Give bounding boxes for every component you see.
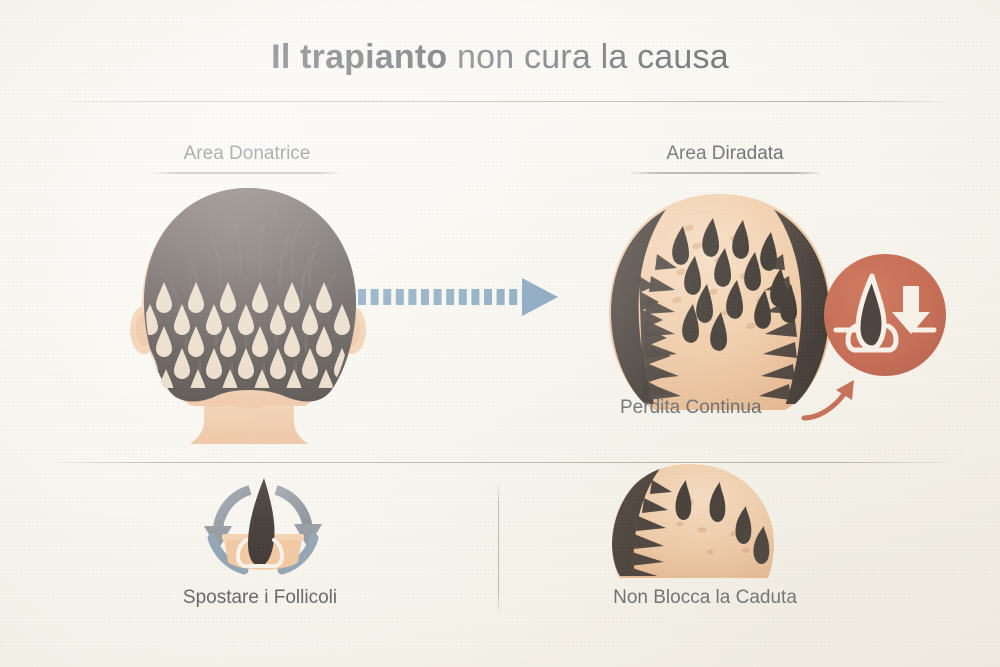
underline-donor-heading [152, 172, 342, 174]
divider-vertical-footer [498, 483, 499, 613]
divider-mid-section [52, 462, 948, 463]
caption-spostare-follicoli: Spostare i Follicoli [182, 587, 338, 608]
caption-perdita-continua: Perdita Continua [620, 397, 762, 418]
page-title: Il trapianto non cura la causa [0, 38, 1000, 77]
caption-non-blocca-caduta: Non Blocca la Caduta [613, 587, 797, 608]
dashed-transfer-arrow [352, 272, 572, 322]
section-heading-donor: Area Donatrice [183, 143, 311, 164]
underline-thinning-heading [630, 172, 820, 174]
page-title-bold: Il trapianto [271, 38, 448, 76]
page-title-rest: non cura la causa [457, 38, 729, 76]
follicle-relocation-icon [188, 466, 338, 578]
back-of-head-donor-illustration [120, 180, 380, 450]
continuing-hair-loss-badge [822, 252, 948, 378]
balding-scalp-icon [598, 458, 778, 580]
section-heading-thinning: Area Diradata [666, 143, 784, 164]
divider-under-title [55, 101, 945, 102]
